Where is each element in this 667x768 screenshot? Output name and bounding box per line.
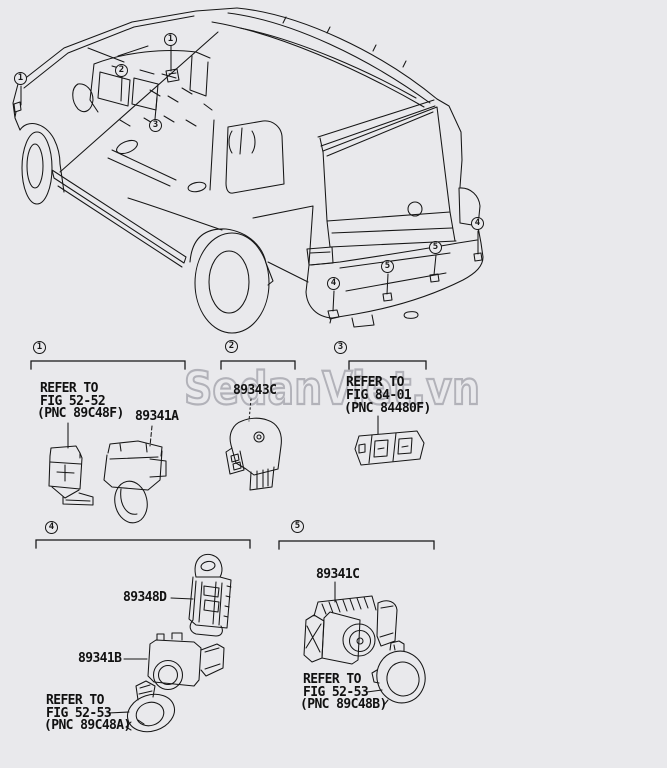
section-1-number: 1 — [33, 341, 46, 354]
callout-4-bumper-left: 4 — [327, 277, 340, 290]
section-5-refer-line2: FIG 52-53 — [303, 685, 369, 700]
part-84480f-switch-drawing — [354, 430, 425, 466]
section-5-number: 5 — [291, 520, 304, 533]
watermark-text: SedanViet.vn — [184, 362, 480, 415]
callout-5-bumper-right-center: 5 — [429, 241, 442, 254]
callout-2-dash: 2 — [115, 64, 128, 77]
callout-4-bumper-right: 4 — [471, 217, 484, 230]
section-5-refer-line3: (PNC 89C48B) — [300, 697, 387, 712]
part-89c48f-sensor-drawing — [48, 445, 94, 506]
part-number-89348d: 89348D — [123, 590, 167, 605]
label-leader-lines — [67, 398, 383, 714]
part-89341c-drawing — [303, 595, 398, 665]
part-number-89343c: 89343C — [233, 383, 277, 398]
part-89341b-drawing — [147, 632, 225, 691]
part-89343c-drawing — [225, 417, 282, 491]
retainer-89c48b-drawing — [371, 640, 426, 706]
part-number-89341a: 89341A — [135, 409, 179, 424]
retainer-89c48a-drawing — [125, 680, 176, 733]
section-brackets — [30, 360, 435, 550]
section-5-refer-line1: REFER TO — [303, 672, 361, 687]
section-4-refer-line2: FIG 52-53 — [46, 706, 112, 721]
callout-1-dash: 1 — [164, 33, 177, 46]
section-4-refer-line3: (PNC 89C48A) — [44, 718, 131, 733]
part-number-89341c: 89341C — [316, 567, 360, 582]
section-1-refer-line1: REFER TO — [40, 381, 98, 396]
section-4-refer-line1: REFER TO — [46, 693, 104, 708]
part-number-89341b: 89341B — [78, 651, 122, 666]
vehicle-callout-leaders — [20, 45, 479, 312]
callout-3-console: 3 — [149, 119, 162, 132]
callout-5-bumper-left-center: 5 — [381, 260, 394, 273]
section-3-refer-line2: FIG 84-01 — [346, 388, 412, 403]
section-1-refer-line3: (PNC 89C48F) — [37, 406, 124, 421]
section-3-number: 3 — [334, 341, 347, 354]
section-1-refer-line2: FIG 52-52 — [40, 394, 106, 409]
section-4-number: 4 — [45, 521, 58, 534]
section-3-refer-line3: (PNC 84480F) — [344, 401, 431, 416]
callout-1-front-fender: 1 — [14, 72, 27, 85]
part-89348d-drawing — [188, 553, 232, 637]
part-89341a-drawing — [103, 440, 167, 524]
section-3-refer-line1: REFER TO — [346, 375, 404, 390]
section-2-number: 2 — [225, 340, 238, 353]
vehicle-drawing — [12, 7, 484, 334]
